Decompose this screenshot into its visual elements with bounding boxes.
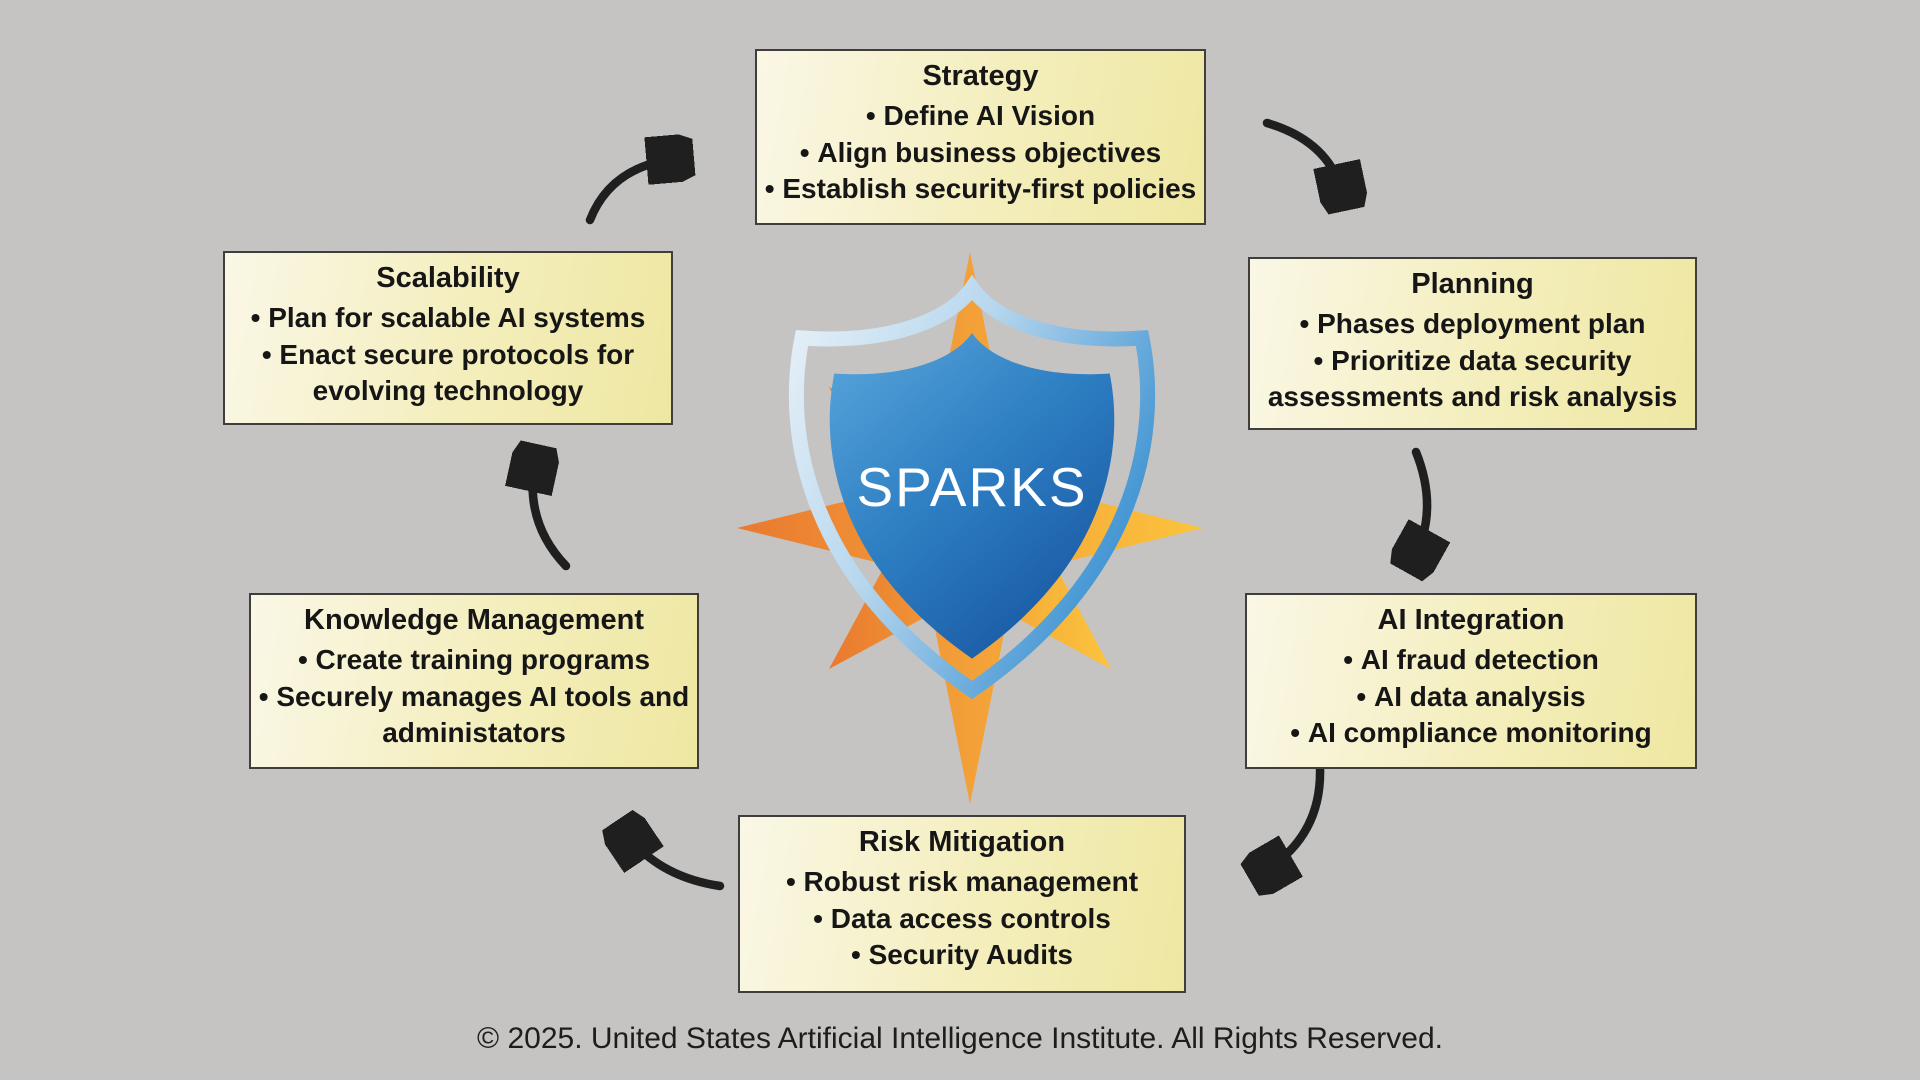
bullet-item: Phases deployment plan: [1254, 306, 1691, 342]
bullet-item: Establish security-first policies: [761, 171, 1200, 207]
bullet-item: Align business objectives: [761, 135, 1200, 171]
bullet-item: Prioritize data security assessments and…: [1254, 343, 1691, 416]
node-planning: Planning Phases deployment plan Prioriti…: [1248, 257, 1697, 430]
bullet-item: AI data analysis: [1251, 679, 1691, 715]
node-title: Scalability: [376, 262, 520, 294]
arrow-planning-to-ai-integration: [1412, 447, 1427, 562]
node-title: Planning: [1411, 268, 1534, 300]
sparks-shield-logo: SPARKS: [737, 252, 1203, 804]
node-risk-mitigation: Risk Mitigation Robust risk management D…: [738, 815, 1186, 993]
node-bullets: Plan for scalable AI systems Enact secur…: [229, 300, 667, 409]
arrow-scalability-to-strategy: [585, 158, 682, 225]
node-bullets: Define AI Vision Align business objectiv…: [761, 98, 1200, 207]
node-bullets: AI fraud detection AI data analysis AI c…: [1251, 642, 1691, 751]
bullet-item: AI compliance monitoring: [1251, 715, 1691, 751]
bullet-item: Plan for scalable AI systems: [229, 300, 667, 336]
node-bullets: Phases deployment plan Prioritize data s…: [1254, 306, 1691, 415]
node-title: Strategy: [922, 60, 1039, 92]
node-title: AI Integration: [1377, 604, 1565, 636]
node-title: Risk Mitigation: [858, 826, 1066, 858]
bullet-item: Security Audits: [744, 937, 1180, 973]
sparks-wordmark: SPARKS: [856, 456, 1087, 518]
node-bullets: Robust risk management Data access contr…: [744, 864, 1180, 973]
bullet-item: Securely manages AI tools and administat…: [255, 679, 693, 752]
node-knowledge-management: Knowledge Management Create training pro…: [249, 593, 699, 769]
shield-ring: [788, 274, 1156, 700]
bullet-item: Define AI Vision: [761, 98, 1200, 134]
bullet-item: Robust risk management: [744, 864, 1180, 900]
arrow-knowledge-management-to-scalability: [533, 456, 571, 571]
bullet-item: Enact secure protocols for evolving tech…: [229, 337, 667, 410]
bullet-item: Create training programs: [255, 642, 693, 678]
node-title: Knowledge Management: [304, 604, 644, 636]
arrow-ai-integration-to-risk-mitigation: [1260, 763, 1325, 874]
bullet-item: AI fraud detection: [1251, 642, 1691, 678]
arrow-risk-mitigation-to-knowledge-management: [624, 830, 725, 891]
copyright-text: © 2025. United States Artificial Intelli…: [477, 1022, 1443, 1055]
shield-body: [829, 333, 1115, 659]
node-scalability: Scalability Plan for scalable AI systems…: [223, 251, 673, 425]
arrow-strategy-to-planning: [1262, 118, 1344, 199]
node-bullets: Create training programs Securely manage…: [255, 642, 693, 751]
node-strategy: Strategy Define AI Vision Align business…: [755, 49, 1206, 225]
node-ai-integration: AI Integration AI fraud detection AI dat…: [1245, 593, 1697, 769]
bullet-item: Data access controls: [744, 901, 1180, 937]
